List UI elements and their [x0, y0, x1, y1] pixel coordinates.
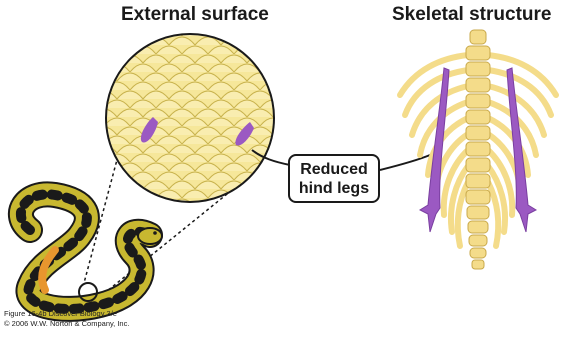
snake-illustration: [21, 194, 162, 309]
scale-magnification-circle: [100, 30, 280, 210]
spine: [466, 30, 490, 269]
figure-credit: Figure 16-4b Discover Biology 3/e © 2006…: [4, 309, 129, 329]
credit-line-1: Figure 16-4b Discover Biology 3/e: [4, 309, 129, 319]
callout-line-2: hind legs: [299, 179, 369, 198]
callout-line-1: Reduced: [300, 160, 368, 179]
credit-line-2: © 2006 W.W. Norton & Company, Inc.: [4, 319, 129, 329]
reduced-hind-legs-callout: Reduced hind legs: [288, 154, 380, 203]
skeleton-illustration: [400, 30, 556, 269]
